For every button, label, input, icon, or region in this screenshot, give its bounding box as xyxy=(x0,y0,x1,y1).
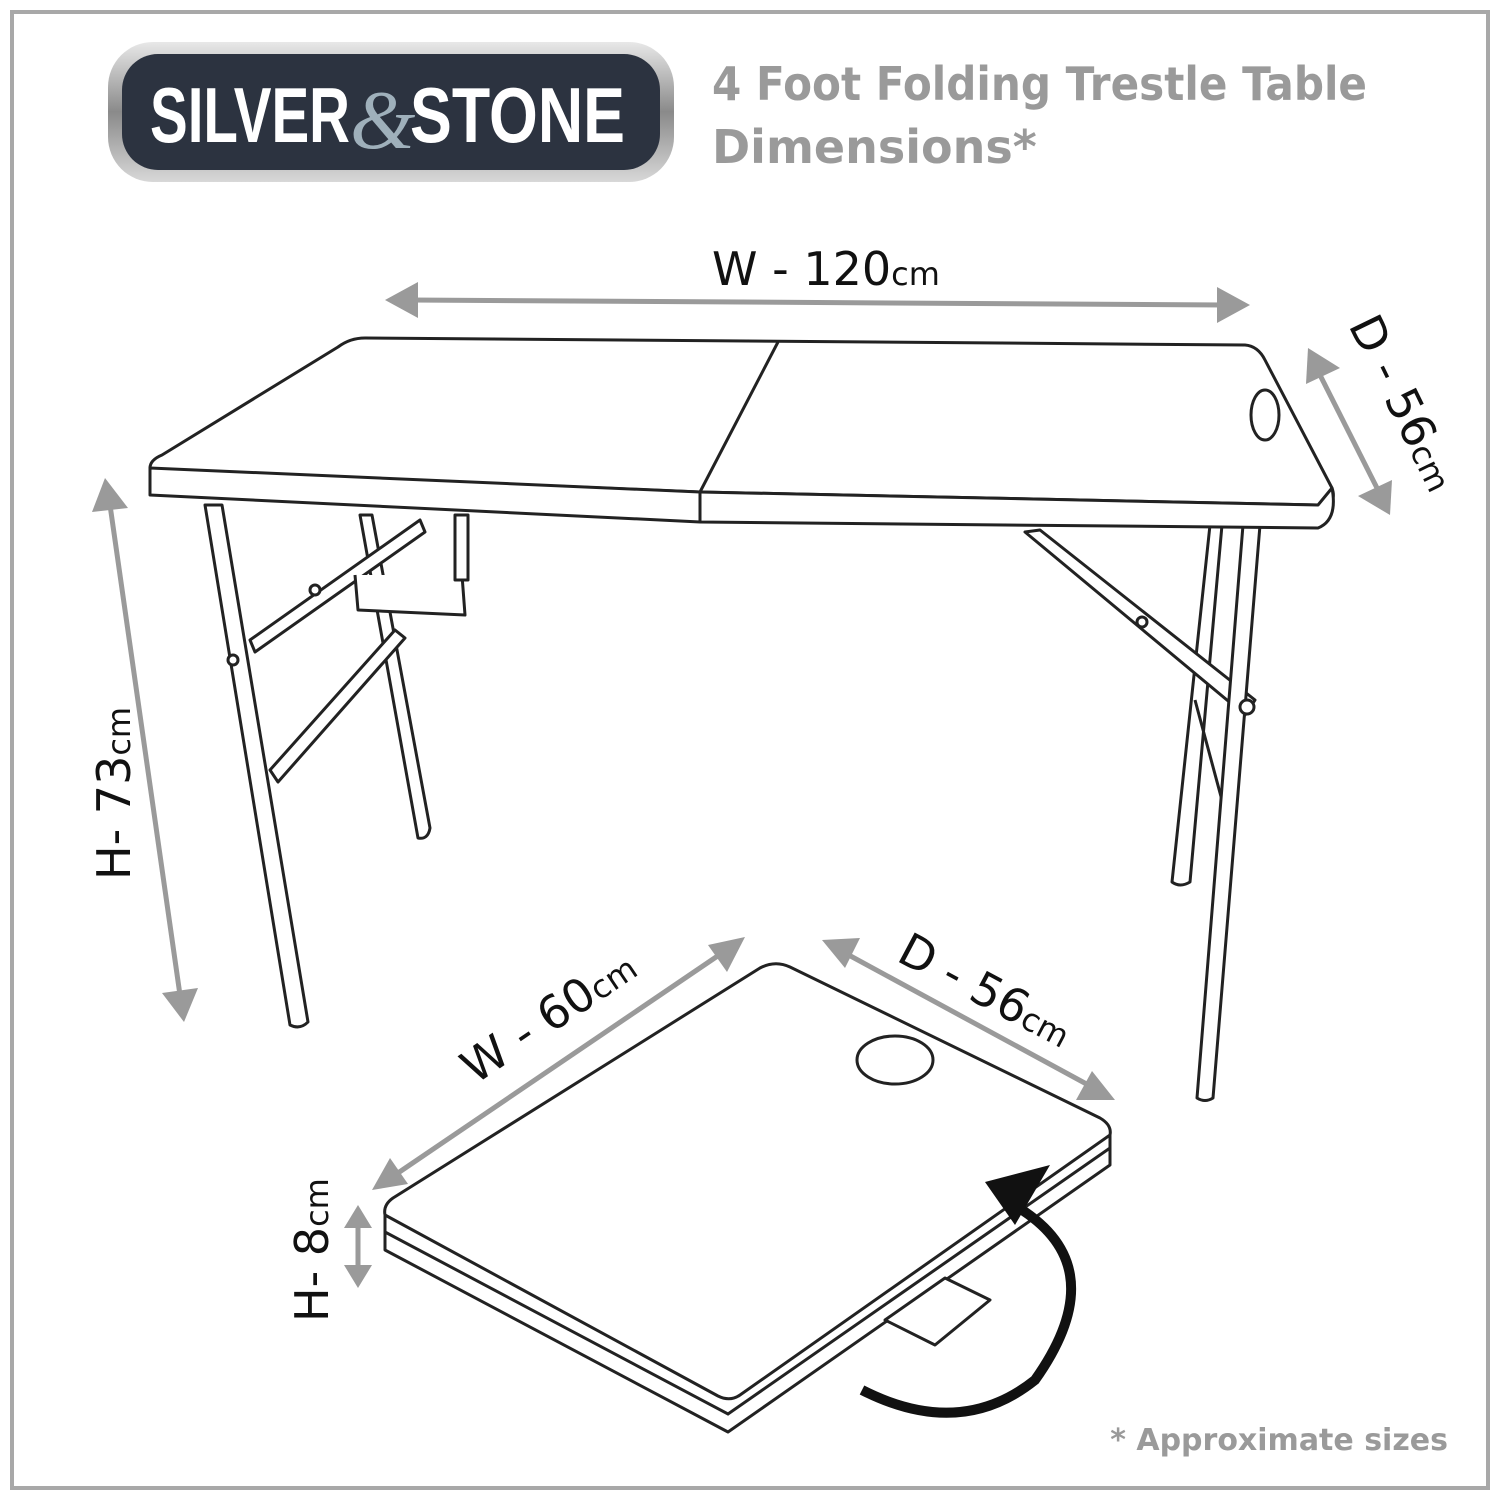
fold-rotation-arrow-icon xyxy=(859,1165,1077,1418)
frame-border xyxy=(10,10,1490,1490)
brand-logo: SILVER & STONE xyxy=(108,42,674,182)
logo-ampersand: & xyxy=(350,74,416,167)
label-open-width: W - 120cm xyxy=(712,242,940,296)
label-folded-height: H- 8cm xyxy=(285,1178,339,1322)
title-line-2: Dimensions* xyxy=(712,120,1037,174)
logo-text-stone: STONE xyxy=(410,71,625,159)
title-line-1: 4 Foot Folding Trestle Table xyxy=(712,57,1367,111)
folded-table-drawing xyxy=(383,962,1112,1434)
label-open-height: H- 73cm xyxy=(87,707,141,880)
open-table-drawing xyxy=(148,336,1335,1102)
footnote: * Approximate sizes xyxy=(1110,1423,1448,1458)
dimension-arrows xyxy=(92,282,1392,1288)
label-open-depth: D - 56cm xyxy=(1338,306,1469,499)
logo-text-silver: SILVER xyxy=(150,71,350,159)
